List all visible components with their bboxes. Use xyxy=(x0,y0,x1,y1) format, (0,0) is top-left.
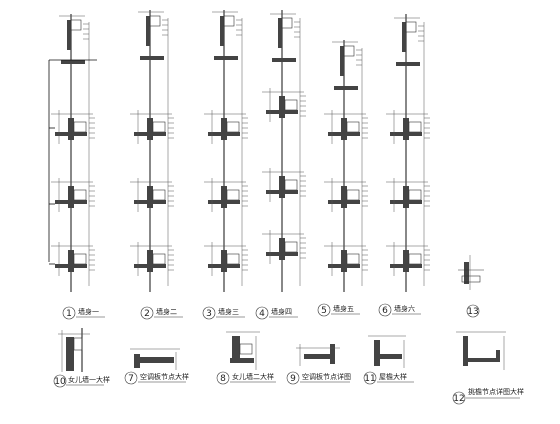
detail-8-label: 女儿墙二大样 xyxy=(232,372,274,381)
detail-12-label: 挑檐节点详图大样 xyxy=(468,387,524,396)
detail-8: 8 女儿墙二大样 xyxy=(216,331,276,385)
detail-7: 7 空调板节点大样 xyxy=(124,348,189,385)
detail-6-label: 墙身六 xyxy=(394,304,415,313)
detail-9-label: 空调板节点详图 xyxy=(302,372,351,381)
detail-3-label: 墙身三 xyxy=(218,307,239,316)
detail-11-number: 11 xyxy=(364,374,375,384)
detail-7-number: 7 xyxy=(128,374,134,384)
detail-3-title: 3 墙身三 xyxy=(202,306,245,320)
detail-4-label: 墙身四 xyxy=(271,307,292,316)
detail-1-number: 1 xyxy=(66,309,72,319)
detail-5-label: 墙身五 xyxy=(333,304,354,313)
detail-2-label: 墙身二 xyxy=(156,307,177,316)
detail-9: 9 空调板节点详图 xyxy=(286,344,351,385)
detail-11: 11 屋檐大样 xyxy=(363,335,414,385)
detail-10-label: 女儿墙一大样 xyxy=(68,375,110,384)
detail-13-number: 13 xyxy=(467,307,478,317)
detail-13: 13 xyxy=(458,255,484,318)
detail-8-number: 8 xyxy=(220,374,226,384)
detail-1-label: 墙身一 xyxy=(78,307,99,316)
detail-10: 10 女儿墙一大样 xyxy=(53,328,110,388)
detail-11-label: 屋檐大样 xyxy=(379,372,407,381)
detail-2-title: 2 墙身二 xyxy=(140,306,183,320)
detail-6-title: 6 墙身六 xyxy=(378,303,421,317)
detail-4-title: 4 墙身四 xyxy=(255,306,298,320)
detail-4-number: 4 xyxy=(259,309,265,319)
wall-sections-group xyxy=(48,10,430,292)
detail-5-number: 5 xyxy=(321,306,327,316)
detail-12-number: 12 xyxy=(453,394,464,404)
detail-10-number: 10 xyxy=(54,377,66,387)
detail-7-label: 空调板节点大样 xyxy=(140,372,189,381)
detail-2-number: 2 xyxy=(144,309,150,319)
detail-1-title: 1 墙身一 xyxy=(62,306,105,320)
detail-12: 12 挑檐节点详图大样 xyxy=(452,331,524,405)
detail-5-title: 5 墙身五 xyxy=(317,303,360,317)
detail-6-number: 6 xyxy=(382,306,388,316)
detail-9-number: 9 xyxy=(290,374,296,384)
detail-3-number: 3 xyxy=(206,309,212,319)
